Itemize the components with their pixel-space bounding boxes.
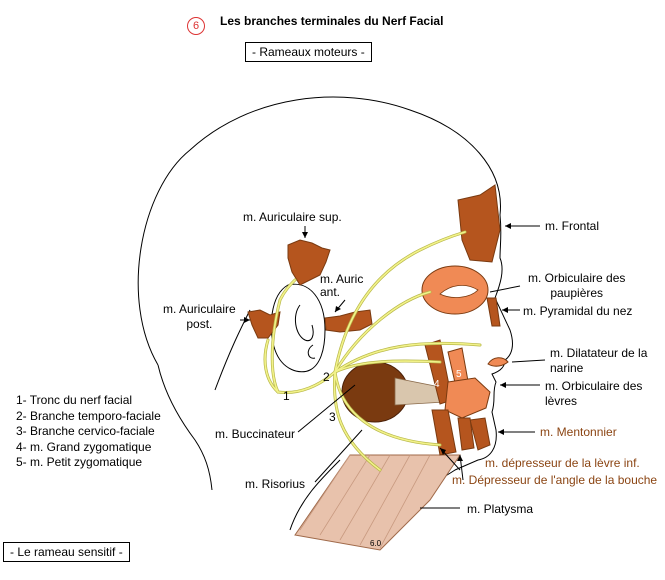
label-dilatateur: m. Dilatateur de la narine	[550, 346, 648, 375]
ear-canal	[307, 344, 316, 359]
orbiculaire-levres-muscle	[444, 377, 491, 419]
label-auriculaire-sup: m. Auriculaire sup.	[243, 210, 342, 224]
jaw-outline	[214, 309, 251, 391]
depresseur-angle-muscle	[431, 409, 457, 456]
branch-number-3: 3	[329, 410, 336, 424]
ear-inner	[294, 304, 314, 342]
branch-number-2: 2	[323, 370, 330, 384]
neck-front-outline	[289, 459, 341, 531]
label-orbiculaire-levres: m. Orbiculaire des lèvres	[545, 379, 643, 408]
label-orbiculaire-paupieres: m. Orbiculaire des paupières	[528, 271, 626, 300]
auriculaire-sup-muscle	[287, 239, 331, 286]
pointer-lines	[240, 225, 546, 509]
auric-ant-muscle	[324, 309, 373, 333]
dilatateur-muscle	[487, 357, 509, 367]
motor-branches-subtitle: - Rameaux moteurs -	[245, 42, 372, 62]
legend-item: 1- Tronc du nerf facial	[16, 393, 133, 407]
mentonnier-muscle	[457, 417, 475, 451]
legend-item: 3- Branche cervico-faciale	[16, 424, 155, 438]
branch-number-4: 4	[434, 379, 440, 390]
legend-item: 2- Branche temporo-faciale	[16, 408, 161, 423]
auriculaire-post-muscle	[247, 309, 281, 339]
head-outline	[137, 96, 513, 501]
branch-number-1: 1	[283, 389, 290, 403]
figure-number: 6	[187, 17, 205, 35]
neck-back-outline	[157, 364, 213, 491]
label-depresseur-angle: m. Dépresseur de l'angle de la bouche	[452, 473, 658, 487]
sensitive-branch-link[interactable]: - Le rameau sensitif -	[3, 542, 130, 562]
platysma-tag: 6.0	[370, 539, 382, 548]
label-pyramidal: m. Pyramidal du nez	[523, 304, 633, 318]
label-auric-ant: m. Auric ant.	[320, 272, 364, 299]
label-frontal: m. Frontal	[545, 219, 600, 233]
ear-outline	[270, 283, 326, 373]
legend: 1- Tronc du nerf facial 2- Branche tempo…	[16, 393, 161, 471]
legend-item: 4- m. Grand zygomatique	[16, 439, 152, 454]
pyramidal-muscle	[486, 297, 501, 327]
depresseur-levre-muscle	[469, 417, 491, 451]
label-platysma: m. Platysma	[467, 502, 534, 516]
frontal-muscle	[457, 184, 501, 263]
label-buccinateur: m. Buccinateur	[215, 427, 296, 441]
label-risorius: m. Risorius	[245, 477, 306, 491]
label-auriculaire-post: m. Auriculaire post.	[163, 302, 236, 331]
label-depresseur-levre: m. dépresseur de la lèvre inf.	[485, 456, 640, 470]
page-title: Les branches terminales du Nerf Facial	[220, 14, 444, 28]
legend-item: 5- m. Petit zygomatique	[16, 455, 143, 469]
branch-number-5: 5	[456, 369, 462, 380]
label-mentonnier: m. Mentonnier	[540, 425, 617, 439]
